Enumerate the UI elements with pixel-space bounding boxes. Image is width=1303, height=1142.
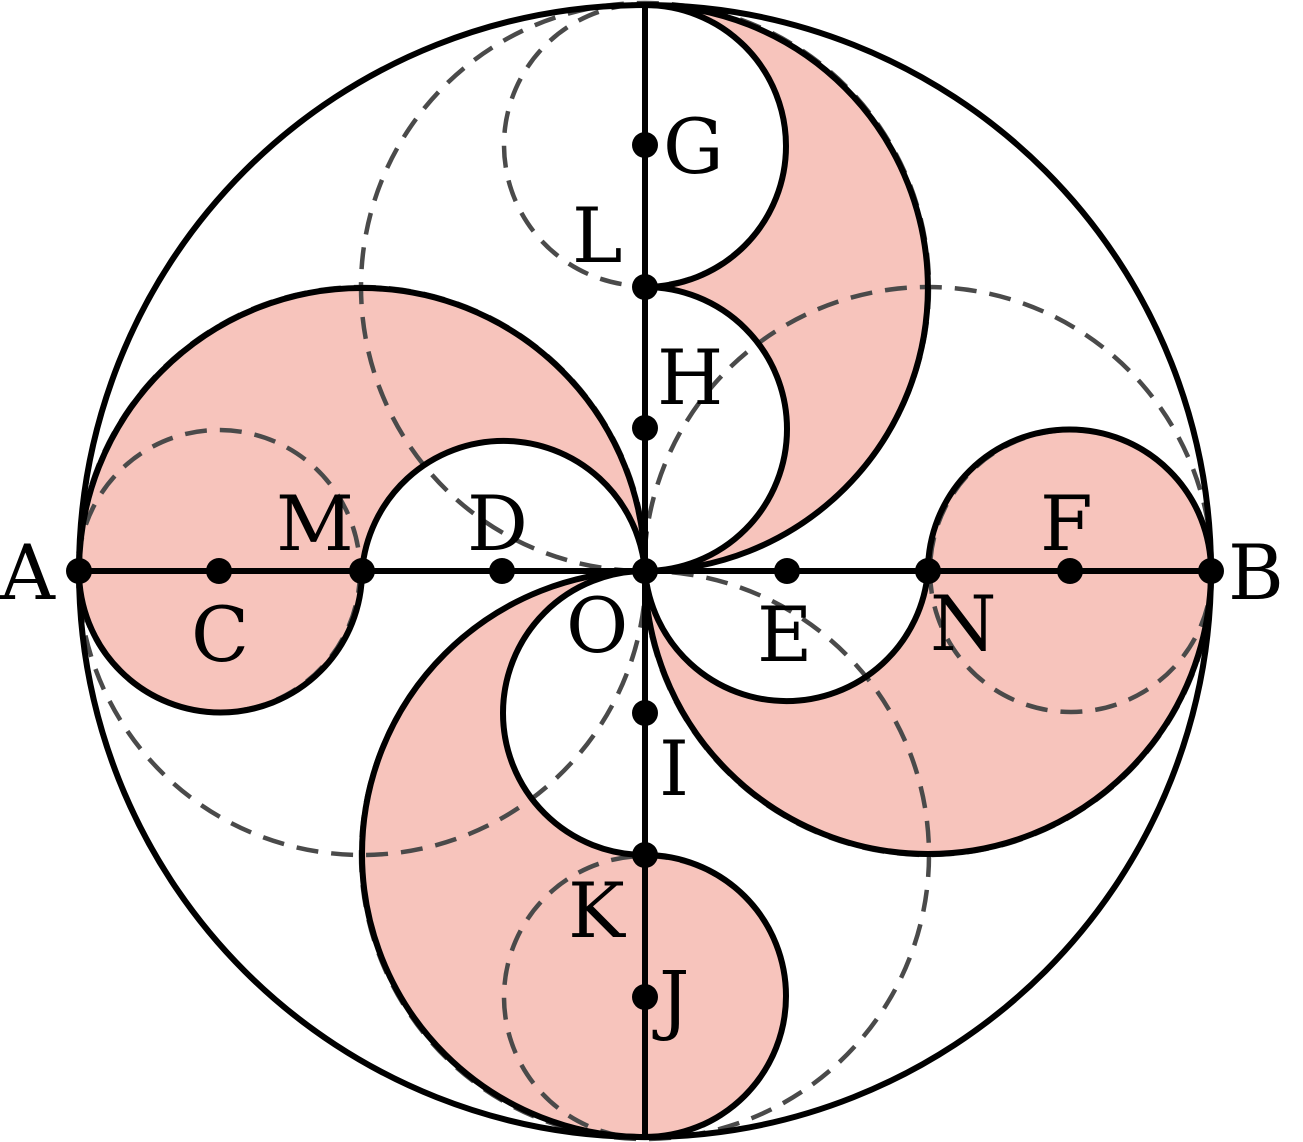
arc-left-small xyxy=(76,570,365,716)
label-c: C xyxy=(191,590,249,679)
label-h: H xyxy=(657,333,723,422)
arc-top-small xyxy=(644,2,789,290)
shaded-regions xyxy=(79,5,1211,1137)
arc-right-small xyxy=(925,426,1214,572)
arc-right-medium xyxy=(642,570,931,705)
point-i xyxy=(632,700,658,726)
point-f xyxy=(1057,558,1083,584)
petal-bottom xyxy=(362,571,786,1137)
point-m xyxy=(349,558,375,584)
point-labels: A B C D E F G H I J K L M N O xyxy=(0,102,1284,1043)
label-b: B xyxy=(1228,528,1284,617)
label-k: K xyxy=(568,866,626,955)
point-c xyxy=(206,558,232,584)
point-l xyxy=(632,274,658,300)
point-a xyxy=(66,558,92,584)
label-a: A xyxy=(0,528,56,617)
arc-bottom-medium xyxy=(500,568,646,858)
arc-top-medium xyxy=(644,284,790,574)
label-f: F xyxy=(1040,479,1093,568)
label-e: E xyxy=(757,590,812,679)
point-b xyxy=(1198,558,1224,584)
petal-left xyxy=(79,288,645,713)
label-j: J xyxy=(652,954,689,1043)
arc-bottom-small xyxy=(644,852,789,1140)
arc-top-large xyxy=(644,2,931,574)
point-d xyxy=(489,558,515,584)
point-n xyxy=(915,558,941,584)
arc-bottom-large xyxy=(359,568,646,1140)
petal-top xyxy=(645,5,928,571)
label-n: N xyxy=(930,579,997,668)
point-g xyxy=(632,132,658,158)
label-g: G xyxy=(663,102,724,191)
label-d: D xyxy=(467,479,528,568)
point-k xyxy=(632,842,658,868)
arc-right-large xyxy=(642,570,1214,857)
label-l: L xyxy=(572,191,622,280)
label-i: I xyxy=(659,724,689,813)
point-o xyxy=(632,558,658,584)
label-o: O xyxy=(566,581,628,670)
arc-left-medium xyxy=(359,437,648,572)
point-j xyxy=(632,984,658,1010)
arc-left-large xyxy=(76,285,648,572)
label-m: M xyxy=(276,479,354,568)
petal-right xyxy=(645,429,1211,854)
point-e xyxy=(774,558,800,584)
points xyxy=(66,132,1224,1010)
point-h xyxy=(632,415,658,441)
